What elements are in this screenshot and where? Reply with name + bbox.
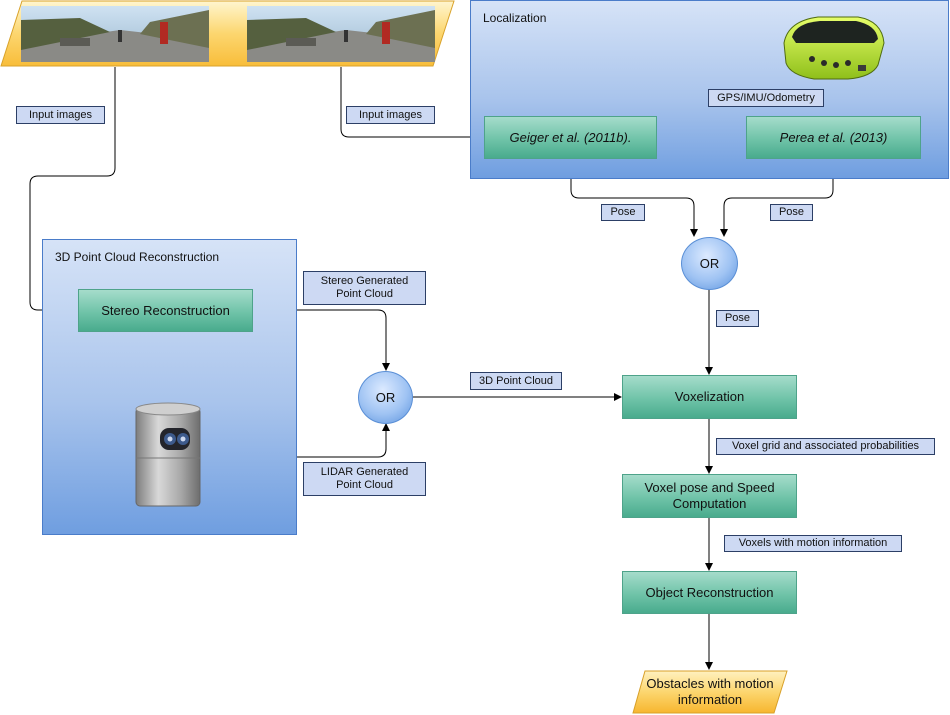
edge-stereo-to-or xyxy=(253,309,390,371)
gps-receiver-icon xyxy=(783,16,885,80)
edge-label-stereo-cloud: Stereo Generated Point Cloud xyxy=(303,271,426,305)
object-reconstruction-process[interactable]: Object Reconstruction xyxy=(622,571,797,614)
edge-label-pose-left: Pose xyxy=(601,204,645,221)
output-node-shape xyxy=(632,670,788,714)
edge-label-lidar-cloud: LIDAR Generated Point Cloud xyxy=(303,462,426,496)
reconstruction-title: 3D Point Cloud Reconstruction xyxy=(55,250,220,264)
camera-image-left xyxy=(21,6,209,62)
cloud-or-node[interactable]: OR xyxy=(358,371,413,424)
localization-title: Localization xyxy=(483,11,547,25)
stereo-reconstruction-process[interactable]: Stereo Reconstruction xyxy=(78,289,253,332)
output-obstacles-label[interactable]: Obstacles with motion information xyxy=(646,676,774,707)
pose-or-node[interactable]: OR xyxy=(681,237,738,290)
edge-label-voxels-motion: Voxels with motion information xyxy=(724,535,902,552)
edge-label-pose-down: Pose xyxy=(716,310,759,327)
voxelization-process[interactable]: Voxelization xyxy=(622,375,797,419)
edge-lidar-to-or xyxy=(203,423,390,458)
geiger-process[interactable]: Geiger et al. (2011b). xyxy=(484,116,657,159)
edge-perea-to-or xyxy=(720,159,834,237)
edge-label-input-images-right: Input images xyxy=(346,106,435,124)
edge-input-to-stereo xyxy=(29,67,116,314)
edge-label-input-images-left: Input images xyxy=(16,106,105,124)
camera-image-right xyxy=(247,6,435,62)
edge-input-to-geiger xyxy=(340,67,485,141)
edge-label-3d-point-cloud: 3D Point Cloud xyxy=(470,372,562,390)
edge-label-gps-imu-odometry: GPS/IMU/Odometry xyxy=(708,89,824,107)
edge-label-voxel-grid: Voxel grid and associated probabilities xyxy=(716,438,935,455)
edge-label-pose-right: Pose xyxy=(770,204,813,221)
edge-geiger-to-or xyxy=(570,159,698,237)
perea-process[interactable]: Perea et al. (2013) xyxy=(746,116,921,159)
lidar-sensor-icon xyxy=(135,402,201,507)
voxel-pose-speed-process[interactable]: Voxel pose and Speed Computation xyxy=(622,474,797,518)
input-images-banner xyxy=(0,0,455,67)
